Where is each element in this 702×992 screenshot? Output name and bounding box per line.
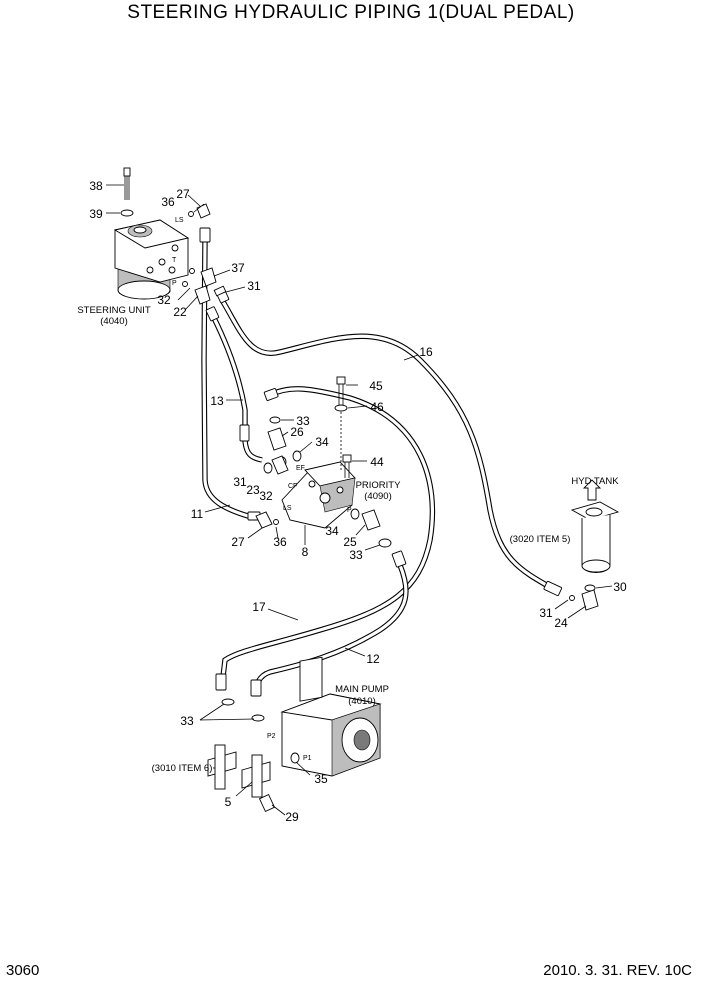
callout-25: 25 xyxy=(343,535,357,549)
callout-numbers: 38 39 27 36 37 31 32 22 16 13 45 46 33 2… xyxy=(89,179,627,824)
priority-fittings xyxy=(255,416,392,548)
callout-45: 45 xyxy=(369,379,383,393)
callout-32-top: 32 xyxy=(157,293,171,307)
callout-12: 12 xyxy=(366,652,380,666)
port-steer-t: T xyxy=(172,257,177,264)
callout-37: 37 xyxy=(231,261,245,275)
leader-lines xyxy=(106,184,613,816)
callout-35: 35 xyxy=(314,772,328,786)
port-pump-p1: P1 xyxy=(303,755,312,762)
caption-priority-ref: (4090) xyxy=(364,491,391,502)
hose-13 xyxy=(210,314,263,463)
hose-12 xyxy=(253,563,409,696)
callout-5: 5 xyxy=(225,795,232,809)
port-pump-p2: P2 xyxy=(267,733,276,740)
callout-17: 17 xyxy=(252,600,266,614)
callout-34-bottom: 34 xyxy=(325,524,339,538)
callout-32-mid: 32 xyxy=(259,489,273,503)
callout-39: 39 xyxy=(89,207,103,221)
bolt-44 xyxy=(342,454,352,478)
callout-31-tank: 31 xyxy=(539,606,553,620)
caption-main-pump-ref: (4010) xyxy=(348,696,375,707)
page-title: STEERING HYDRAULIC PIPING 1(DUAL PEDAL) xyxy=(127,2,575,23)
callout-23: 23 xyxy=(246,483,260,497)
steering-unit xyxy=(113,219,190,300)
callout-22: 22 xyxy=(173,305,187,319)
revision-date: 2010. 3. 31. REV. 10C xyxy=(543,962,692,979)
callout-34-top: 34 xyxy=(315,435,329,449)
callout-30: 30 xyxy=(613,580,627,594)
hose-fittings xyxy=(199,227,563,697)
caption-block-ref: (3010 ITEM 6) xyxy=(152,763,213,774)
hose-16 xyxy=(219,298,557,593)
port-labels: LS T P EF CF LS P P1 P2 xyxy=(172,217,352,762)
port-prio-cf: CF xyxy=(288,483,297,490)
callout-27-bottom: 27 xyxy=(231,535,245,549)
callout-27-top: 27 xyxy=(176,187,190,201)
callout-36-bottom: 36 xyxy=(273,535,287,549)
callout-16: 16 xyxy=(419,345,433,359)
callout-29: 29 xyxy=(285,810,299,824)
callout-33-mid: 33 xyxy=(296,414,310,428)
caption-hyd-tank: HYD TANK xyxy=(571,476,619,487)
tank-fittings xyxy=(569,584,599,611)
hose-17 xyxy=(219,386,436,686)
callout-13: 13 xyxy=(210,394,224,408)
callout-31-top: 31 xyxy=(247,279,261,293)
callout-33-bottom: 33 xyxy=(180,714,194,728)
caption-hyd-tank-ref: (3020 ITEM 5) xyxy=(510,534,571,545)
callout-46: 46 xyxy=(370,400,384,414)
priority-valve xyxy=(281,461,356,529)
main-pump xyxy=(280,656,382,777)
bolt-38 xyxy=(123,167,131,200)
port-prio-ls: LS xyxy=(283,505,292,512)
washer-39 xyxy=(120,209,134,217)
hose-11 xyxy=(201,239,256,521)
callout-11: 11 xyxy=(191,507,204,521)
assembly-captions: STEERING UNIT (4040) PRIORITY (4090) HYD… xyxy=(77,305,619,774)
caption-main-pump: MAIN PUMP xyxy=(335,684,389,695)
washer-46 xyxy=(334,404,348,412)
callout-8: 8 xyxy=(302,545,309,559)
port-steer-ls: LS xyxy=(175,217,184,224)
caption-priority: PRIORITY xyxy=(356,480,402,491)
page-number: 3060 xyxy=(6,962,40,979)
callout-24: 24 xyxy=(554,616,568,630)
caption-steering-unit-ref: (4040) xyxy=(100,316,127,327)
caption-steering-unit: STEERING UNIT xyxy=(77,305,151,316)
callout-36-top: 36 xyxy=(161,195,175,209)
callout-26: 26 xyxy=(290,425,304,439)
callout-38: 38 xyxy=(89,179,103,193)
port-prio-ef: EF xyxy=(296,465,305,472)
pump-fittings xyxy=(207,698,300,813)
callout-31-mid: 31 xyxy=(233,475,247,489)
port-prio-p: P xyxy=(347,507,352,514)
callout-44: 44 xyxy=(370,455,384,469)
hyd-tank xyxy=(570,479,620,573)
bolt-45 xyxy=(336,376,346,405)
callout-33-right: 33 xyxy=(349,548,363,562)
port-steer-p: P xyxy=(172,280,177,287)
